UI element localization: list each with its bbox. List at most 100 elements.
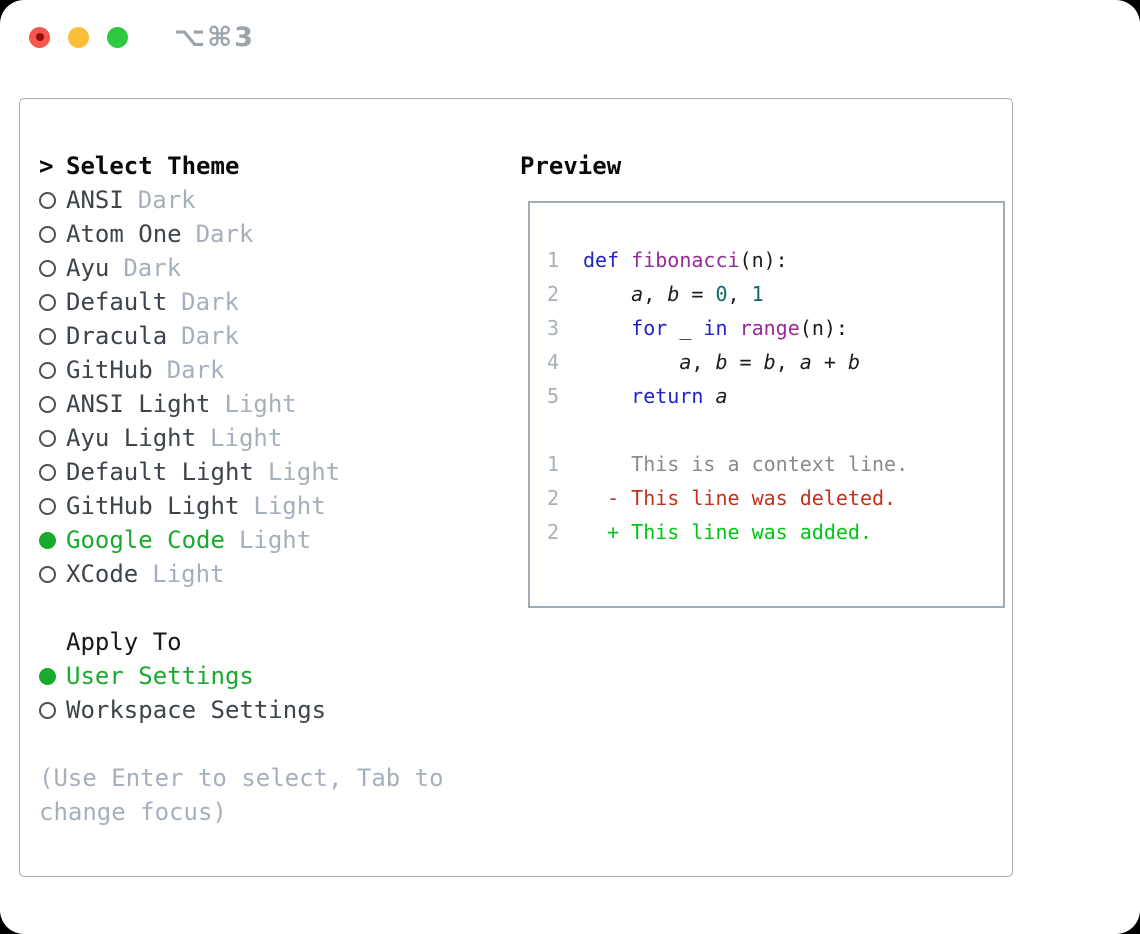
- radio-unselected-icon: [39, 565, 56, 583]
- line-number: 1: [547, 452, 560, 476]
- hint-line-2: change focus): [39, 798, 227, 826]
- theme-name: Default Light: [66, 458, 254, 486]
- theme-name: Default: [66, 288, 168, 316]
- theme-name: Ayu: [66, 254, 110, 282]
- code-content: return a: [631, 384, 728, 408]
- radio-unselected-icon: [39, 225, 56, 243]
- code-content: + This line was added.: [583, 520, 872, 544]
- theme-name: ANSI Light: [66, 390, 211, 418]
- apply-option-user-settings[interactable]: User Settings: [39, 659, 444, 693]
- radio-selected-icon: [39, 531, 56, 549]
- theme-option-google-code[interactable]: Google Code Light: [39, 523, 444, 557]
- radio-unselected-icon: [39, 191, 56, 209]
- line-number: 2: [547, 282, 560, 306]
- code-content: a, b = b, a + b: [679, 350, 860, 374]
- theme-variant-label: Dark: [123, 254, 182, 282]
- theme-option-xcode[interactable]: XCode Light: [39, 557, 444, 591]
- theme-option-github-light[interactable]: GitHub Light Light: [39, 489, 444, 523]
- apply-option-workspace-settings[interactable]: Workspace Settings: [39, 693, 444, 727]
- radio-unselected-icon: [39, 395, 56, 413]
- keyboard-shortcut-label: ⌥⌘3: [174, 21, 255, 53]
- theme-option-github[interactable]: GitHub Dark: [39, 353, 444, 387]
- theme-name: Ayu Light: [66, 424, 197, 452]
- code-content: for _ in range(n):: [631, 316, 848, 340]
- radio-unselected-icon: [39, 361, 56, 379]
- theme-name: Google Code: [66, 526, 225, 554]
- line-number: 3: [547, 316, 560, 340]
- code-content: def fibonacci(n):: [583, 248, 788, 272]
- theme-name: Atom One: [66, 220, 182, 248]
- theme-variant-label: Light: [238, 526, 312, 554]
- theme-option-atom-one[interactable]: Atom One Dark: [39, 217, 444, 251]
- record-dot-icon: [35, 33, 44, 41]
- radio-unselected-icon: [39, 429, 56, 447]
- theme-variant-label: Dark: [181, 288, 239, 316]
- prompt-icon: >: [39, 152, 54, 180]
- minimize-button-icon[interactable]: [68, 26, 89, 48]
- hint-line-1: (Use Enter to select, Tab to: [39, 764, 444, 792]
- maximize-button-icon[interactable]: [107, 26, 128, 48]
- theme-option-default[interactable]: Default Dark: [39, 285, 444, 319]
- theme-name: Dracula: [66, 322, 168, 350]
- select-theme-title: Select Theme: [66, 152, 240, 180]
- theme-variant-label: Light: [253, 492, 326, 520]
- theme-variant-label: Light: [267, 458, 341, 486]
- theme-name: GitHub: [66, 356, 153, 384]
- theme-variant-label: Dark: [195, 220, 254, 248]
- code-line: 1 This is a context line.: [547, 447, 1003, 481]
- theme-variant-label: Light: [224, 390, 297, 418]
- theme-option-ayu-light[interactable]: Ayu Light Light: [39, 421, 444, 455]
- theme-variant-label: Dark: [166, 356, 225, 384]
- theme-variant-label: Light: [152, 560, 225, 588]
- line-number: 2: [547, 486, 560, 510]
- theme-name: ANSI: [66, 186, 124, 214]
- usage-hint: (Use Enter to select, Tab to change focu…: [39, 761, 444, 829]
- apply-to-header: Apply To: [39, 625, 444, 659]
- apply-option-label: User Settings: [66, 662, 254, 690]
- code-content: a, b = 0, 1: [631, 282, 764, 306]
- line-number: 4: [547, 350, 560, 374]
- theme-option-ansi[interactable]: ANSI Dark: [39, 183, 444, 217]
- radio-unselected-icon: [39, 463, 56, 481]
- code-line: 2 - This line was deleted.: [547, 481, 1003, 515]
- line-number: 5: [547, 384, 560, 408]
- spacer: [39, 727, 444, 761]
- theme-option-dracula[interactable]: Dracula Dark: [39, 319, 444, 353]
- apply-to-title: Apply To: [66, 628, 182, 656]
- code-content: This is a context line.: [583, 452, 909, 476]
- theme-name: GitHub Light: [66, 492, 240, 520]
- theme-name: XCode: [66, 560, 139, 588]
- radio-unselected-icon: [39, 293, 56, 311]
- close-button-icon[interactable]: [29, 26, 50, 48]
- line-number: 2: [547, 520, 560, 544]
- line-number: [547, 413, 583, 447]
- spacer: [39, 591, 444, 625]
- theme-variant-label: Light: [210, 424, 283, 452]
- preview-title: Preview: [520, 152, 622, 180]
- radio-unselected-icon: [39, 701, 56, 719]
- theme-option-ansi-light[interactable]: ANSI Light Light: [39, 387, 444, 421]
- code-line: 2 a, b = 0, 1: [547, 277, 1003, 311]
- apply-option-label: Workspace Settings: [66, 696, 327, 724]
- theme-option-ayu[interactable]: Ayu Dark: [39, 251, 444, 285]
- code-line: 3 for _ in range(n):: [547, 311, 1003, 345]
- code-content: - This line was deleted.: [583, 486, 897, 510]
- code-line: 2 + This line was added.: [547, 515, 1003, 549]
- code-line: [547, 413, 1003, 447]
- theme-variant-label: Dark: [137, 186, 196, 214]
- theme-variant-label: Dark: [181, 322, 239, 350]
- radio-selected-icon: [39, 667, 56, 685]
- code-line: 5 return a: [547, 379, 1003, 413]
- radio-unselected-icon: [39, 327, 56, 345]
- theme-option-default-light[interactable]: Default Light Light: [39, 455, 444, 489]
- radio-unselected-icon: [39, 259, 56, 277]
- select-theme-header: > Select Theme: [39, 149, 444, 183]
- code-line: 4 a, b = b, a + b: [547, 345, 1003, 379]
